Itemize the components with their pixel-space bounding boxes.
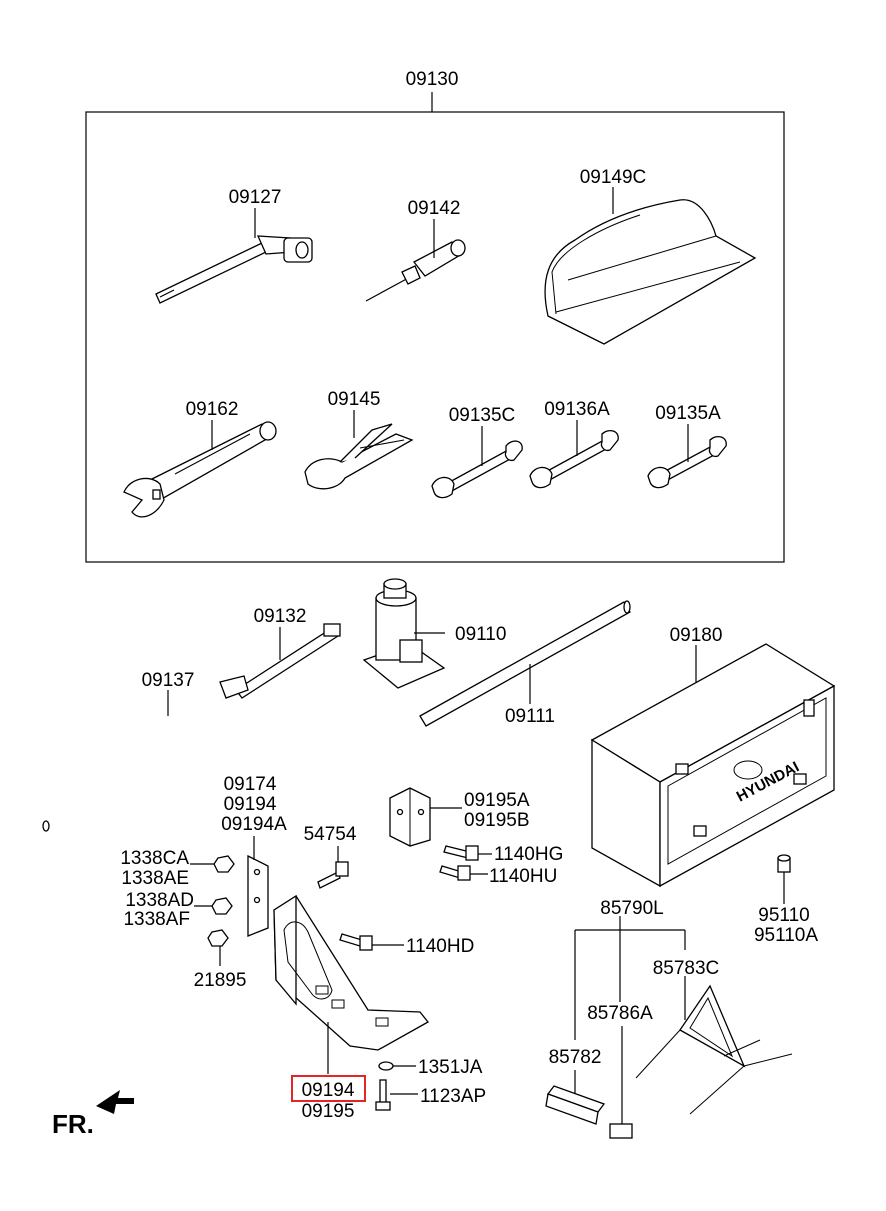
label-1351JA[interactable]: 1351JA <box>418 1057 483 1078</box>
nut-1338CA-part <box>213 855 235 873</box>
label-09132[interactable]: 09132 <box>254 606 307 627</box>
spanner-09135C-part <box>431 440 523 499</box>
label-1338AD[interactable]: 1338AD <box>125 890 194 911</box>
label-1140HG[interactable]: 1140HG <box>494 844 563 865</box>
bolt-1140HU-part <box>439 865 471 881</box>
label-09180[interactable]: 09180 <box>670 625 723 646</box>
label-09137[interactable]: 09137 <box>142 670 195 691</box>
nut-21895-part <box>207 929 229 947</box>
screwdriver-part <box>365 239 466 302</box>
main-bracket-part <box>273 894 429 1051</box>
label-21895[interactable]: 21895 <box>194 970 247 991</box>
clip-09195-part <box>389 787 431 847</box>
plug-95110-part <box>777 854 791 873</box>
label-85783C[interactable]: 85783C <box>653 958 720 979</box>
label-1338AF[interactable]: 1338AF <box>123 909 190 930</box>
triangle-bar-part <box>545 1085 606 1125</box>
bolt-54754-part <box>317 861 349 889</box>
label-09110[interactable]: 09110 <box>455 624 506 645</box>
label-09130[interactable]: 09130 <box>406 69 459 90</box>
extension-bar-part <box>219 623 341 699</box>
warning-triangle-part <box>635 984 793 1115</box>
washer-1351JA-part <box>378 1061 394 1071</box>
label-09174[interactable]: 09174 <box>224 774 277 795</box>
label-09162[interactable]: 09162 <box>186 399 239 420</box>
front-label: FR. <box>52 1109 94 1139</box>
label-09127[interactable]: 09127 <box>229 187 282 208</box>
label-85790L[interactable]: 85790L <box>600 898 663 919</box>
bottle-jack-part <box>362 578 446 689</box>
case-part <box>609 1123 633 1139</box>
label-09149C[interactable]: 09149C <box>580 167 647 188</box>
label-1140HU[interactable]: 1140HU <box>489 866 557 887</box>
jack-bar-part <box>419 600 631 727</box>
tool-box-part: HYUNDAI <box>590 643 836 888</box>
label-09195A[interactable]: 09195A <box>464 790 530 811</box>
triangle-set-tree <box>574 916 686 1124</box>
label-09135C[interactable]: 09135C <box>449 405 516 426</box>
label-09194A[interactable]: 09194A <box>221 814 287 835</box>
label-09194-top[interactable]: 09194 <box>224 794 277 815</box>
highlight-box <box>291 1075 366 1102</box>
label-1123AP[interactable]: 1123AP <box>420 1086 486 1107</box>
label-09136A[interactable]: 09136A <box>544 399 610 420</box>
label-09145[interactable]: 09145 <box>328 389 381 410</box>
tool-kit-frame <box>85 111 785 563</box>
label-85782[interactable]: 85782 <box>549 1047 602 1068</box>
label-95110[interactable]: 95110 <box>758 905 809 926</box>
label-09142[interactable]: 09142 <box>408 198 461 219</box>
tool-bag-part <box>544 199 757 345</box>
label-95110A[interactable]: 95110A <box>754 925 818 946</box>
jack-handle-part <box>42 690 224 832</box>
label-1338CA[interactable]: 1338CA <box>120 848 189 869</box>
label-1140HD[interactable]: 1140HD <box>406 936 474 957</box>
label-54754[interactable]: 54754 <box>304 824 357 845</box>
label-1338AE[interactable]: 1338AE <box>121 868 189 889</box>
adjustable-wrench-part <box>123 421 277 518</box>
bolt-1123AP-part <box>375 1079 391 1111</box>
label-09195[interactable]: 09195 <box>302 1101 355 1122</box>
bolt-1140HG-part <box>443 845 479 861</box>
nut-1338AD-part <box>211 897 233 915</box>
label-09111[interactable]: 09111 <box>505 706 555 727</box>
bolt-1140HD-part <box>339 933 373 951</box>
label-85786A[interactable]: 85786A <box>587 1003 653 1024</box>
small-bracket-part <box>247 854 269 937</box>
label-09195B[interactable]: 09195B <box>464 810 530 831</box>
front-arrow-icon <box>96 1090 134 1114</box>
lug-wrench-part <box>155 235 313 304</box>
spanner-09135A-part <box>647 435 727 489</box>
pliers-part <box>304 423 414 490</box>
label-09194-main[interactable]: 09194 <box>302 1080 355 1101</box>
label-09135A[interactable]: 09135A <box>655 403 721 424</box>
spanner-09136A-part <box>529 429 619 489</box>
